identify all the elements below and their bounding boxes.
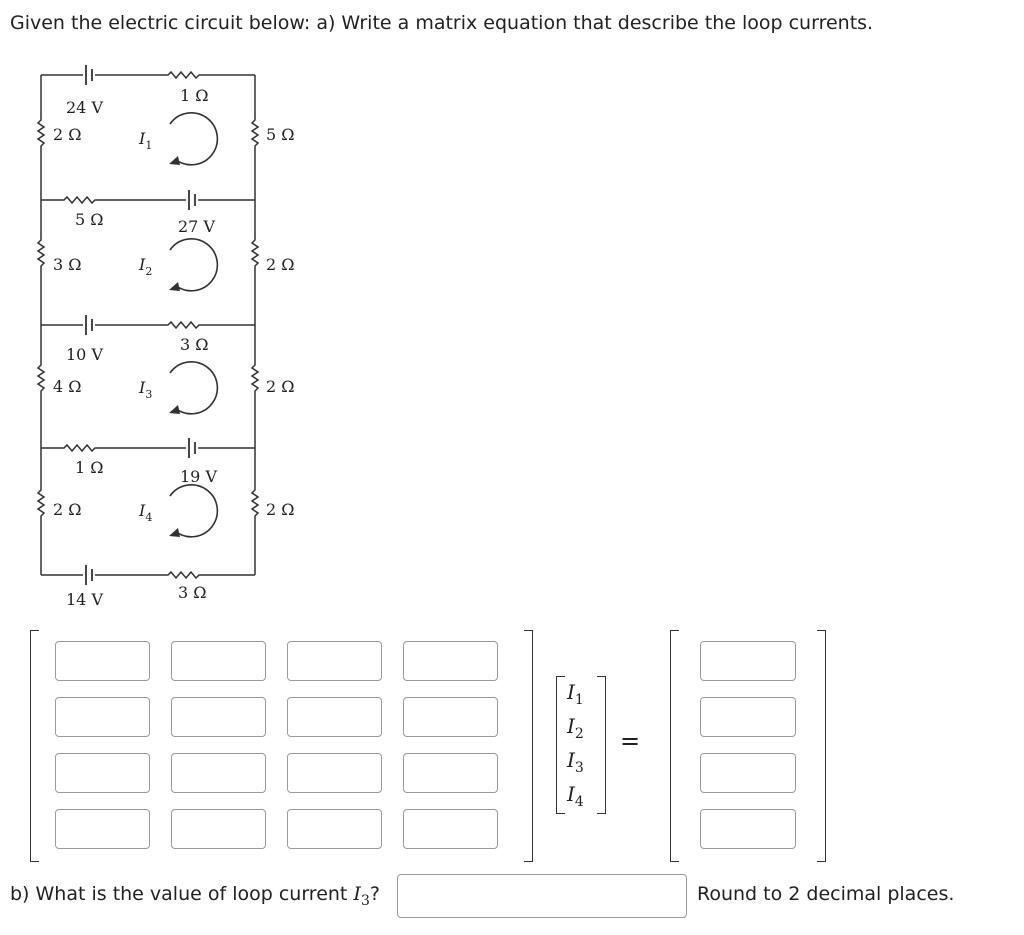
left-resistor-label: 3 Ω [53, 255, 82, 274]
rounding-note: Round to 2 decimal places. [697, 883, 955, 905]
rhs-cell-input[interactable] [700, 641, 796, 681]
matrix-cell-input[interactable] [55, 641, 150, 681]
matrix-cell-input[interactable] [403, 753, 498, 793]
matrix-cell-input[interactable] [171, 753, 266, 793]
matrix-cell-input[interactable] [287, 753, 382, 793]
current-vector-right-bracket [597, 676, 606, 814]
top-resistor-label: 1 Ω [180, 86, 209, 105]
matrix-cell-input[interactable] [171, 641, 266, 681]
rhs-cell-input[interactable] [700, 753, 796, 793]
left-resistor-label: 4 Ω [53, 377, 82, 396]
divider-resistor-label: 5 Ω [75, 210, 104, 229]
rhs-cell-input[interactable] [700, 809, 796, 849]
right-resistor-label: 5 Ω [266, 125, 295, 144]
circuit-diagram: 24 V 27 V 10 V 19 V 14 V 1 Ω 2 Ω 3 Ω 4 Ω… [36, 65, 295, 609]
matrix-cell-input[interactable] [55, 809, 150, 849]
matrix-cell-input[interactable] [171, 809, 266, 849]
rhs-cell-input[interactable] [700, 697, 796, 737]
divider-resistor-label: 3 Ω [180, 335, 209, 354]
matrix-cell-input[interactable] [171, 697, 266, 737]
equals-sign: = [620, 727, 641, 755]
matrix-right-bracket [524, 630, 533, 862]
rhs-right-bracket [817, 630, 826, 862]
question-text: Given the electric circuit below: a) Wri… [10, 12, 874, 34]
loop-current-answer-input[interactable] [397, 874, 687, 918]
matrix-left-bracket [30, 630, 39, 862]
right-resistor-label: 2 Ω [266, 377, 295, 396]
matrix-cell-input[interactable] [403, 697, 498, 737]
loop-current-label: I4 [138, 501, 152, 524]
divider-resistor-label: 1 Ω [75, 458, 104, 477]
battery-10v-label: 10 V [66, 345, 103, 364]
loop-current-label: I3 [138, 378, 152, 401]
battery-27v-label: 27 V [178, 217, 215, 236]
matrix-cell-input[interactable] [55, 753, 150, 793]
current-vector-entry: I2 [567, 714, 584, 742]
left-resistor-label: 2 Ω [53, 500, 82, 519]
current-vector-entry: I4 [567, 782, 584, 810]
right-resistor-label: 2 Ω [266, 255, 295, 274]
matrix-cell-input[interactable] [55, 697, 150, 737]
right-resistor-label: 2 Ω [266, 500, 295, 519]
current-vector-left-bracket [556, 676, 565, 814]
left-resistor-label: 2 Ω [53, 125, 82, 144]
part-b-question: b) What is the value of loop current I3? [10, 883, 380, 909]
matrix-cell-input[interactable] [287, 809, 382, 849]
battery-19v-label: 19 V [180, 467, 217, 486]
loop-current-label: I2 [138, 255, 152, 278]
current-vector-entry: I3 [567, 748, 584, 776]
divider-resistor-label: 3 Ω [178, 583, 207, 602]
matrix-cell-input[interactable] [403, 809, 498, 849]
matrix-cell-input[interactable] [287, 641, 382, 681]
loop-current-label: I1 [138, 129, 152, 152]
rhs-left-bracket [670, 630, 679, 862]
battery-24v-label: 24 V [66, 98, 103, 117]
current-vector-entry: I1 [567, 680, 584, 708]
matrix-cell-input[interactable] [287, 697, 382, 737]
matrix-cell-input[interactable] [403, 641, 498, 681]
battery-14v-label: 14 V [66, 590, 103, 609]
